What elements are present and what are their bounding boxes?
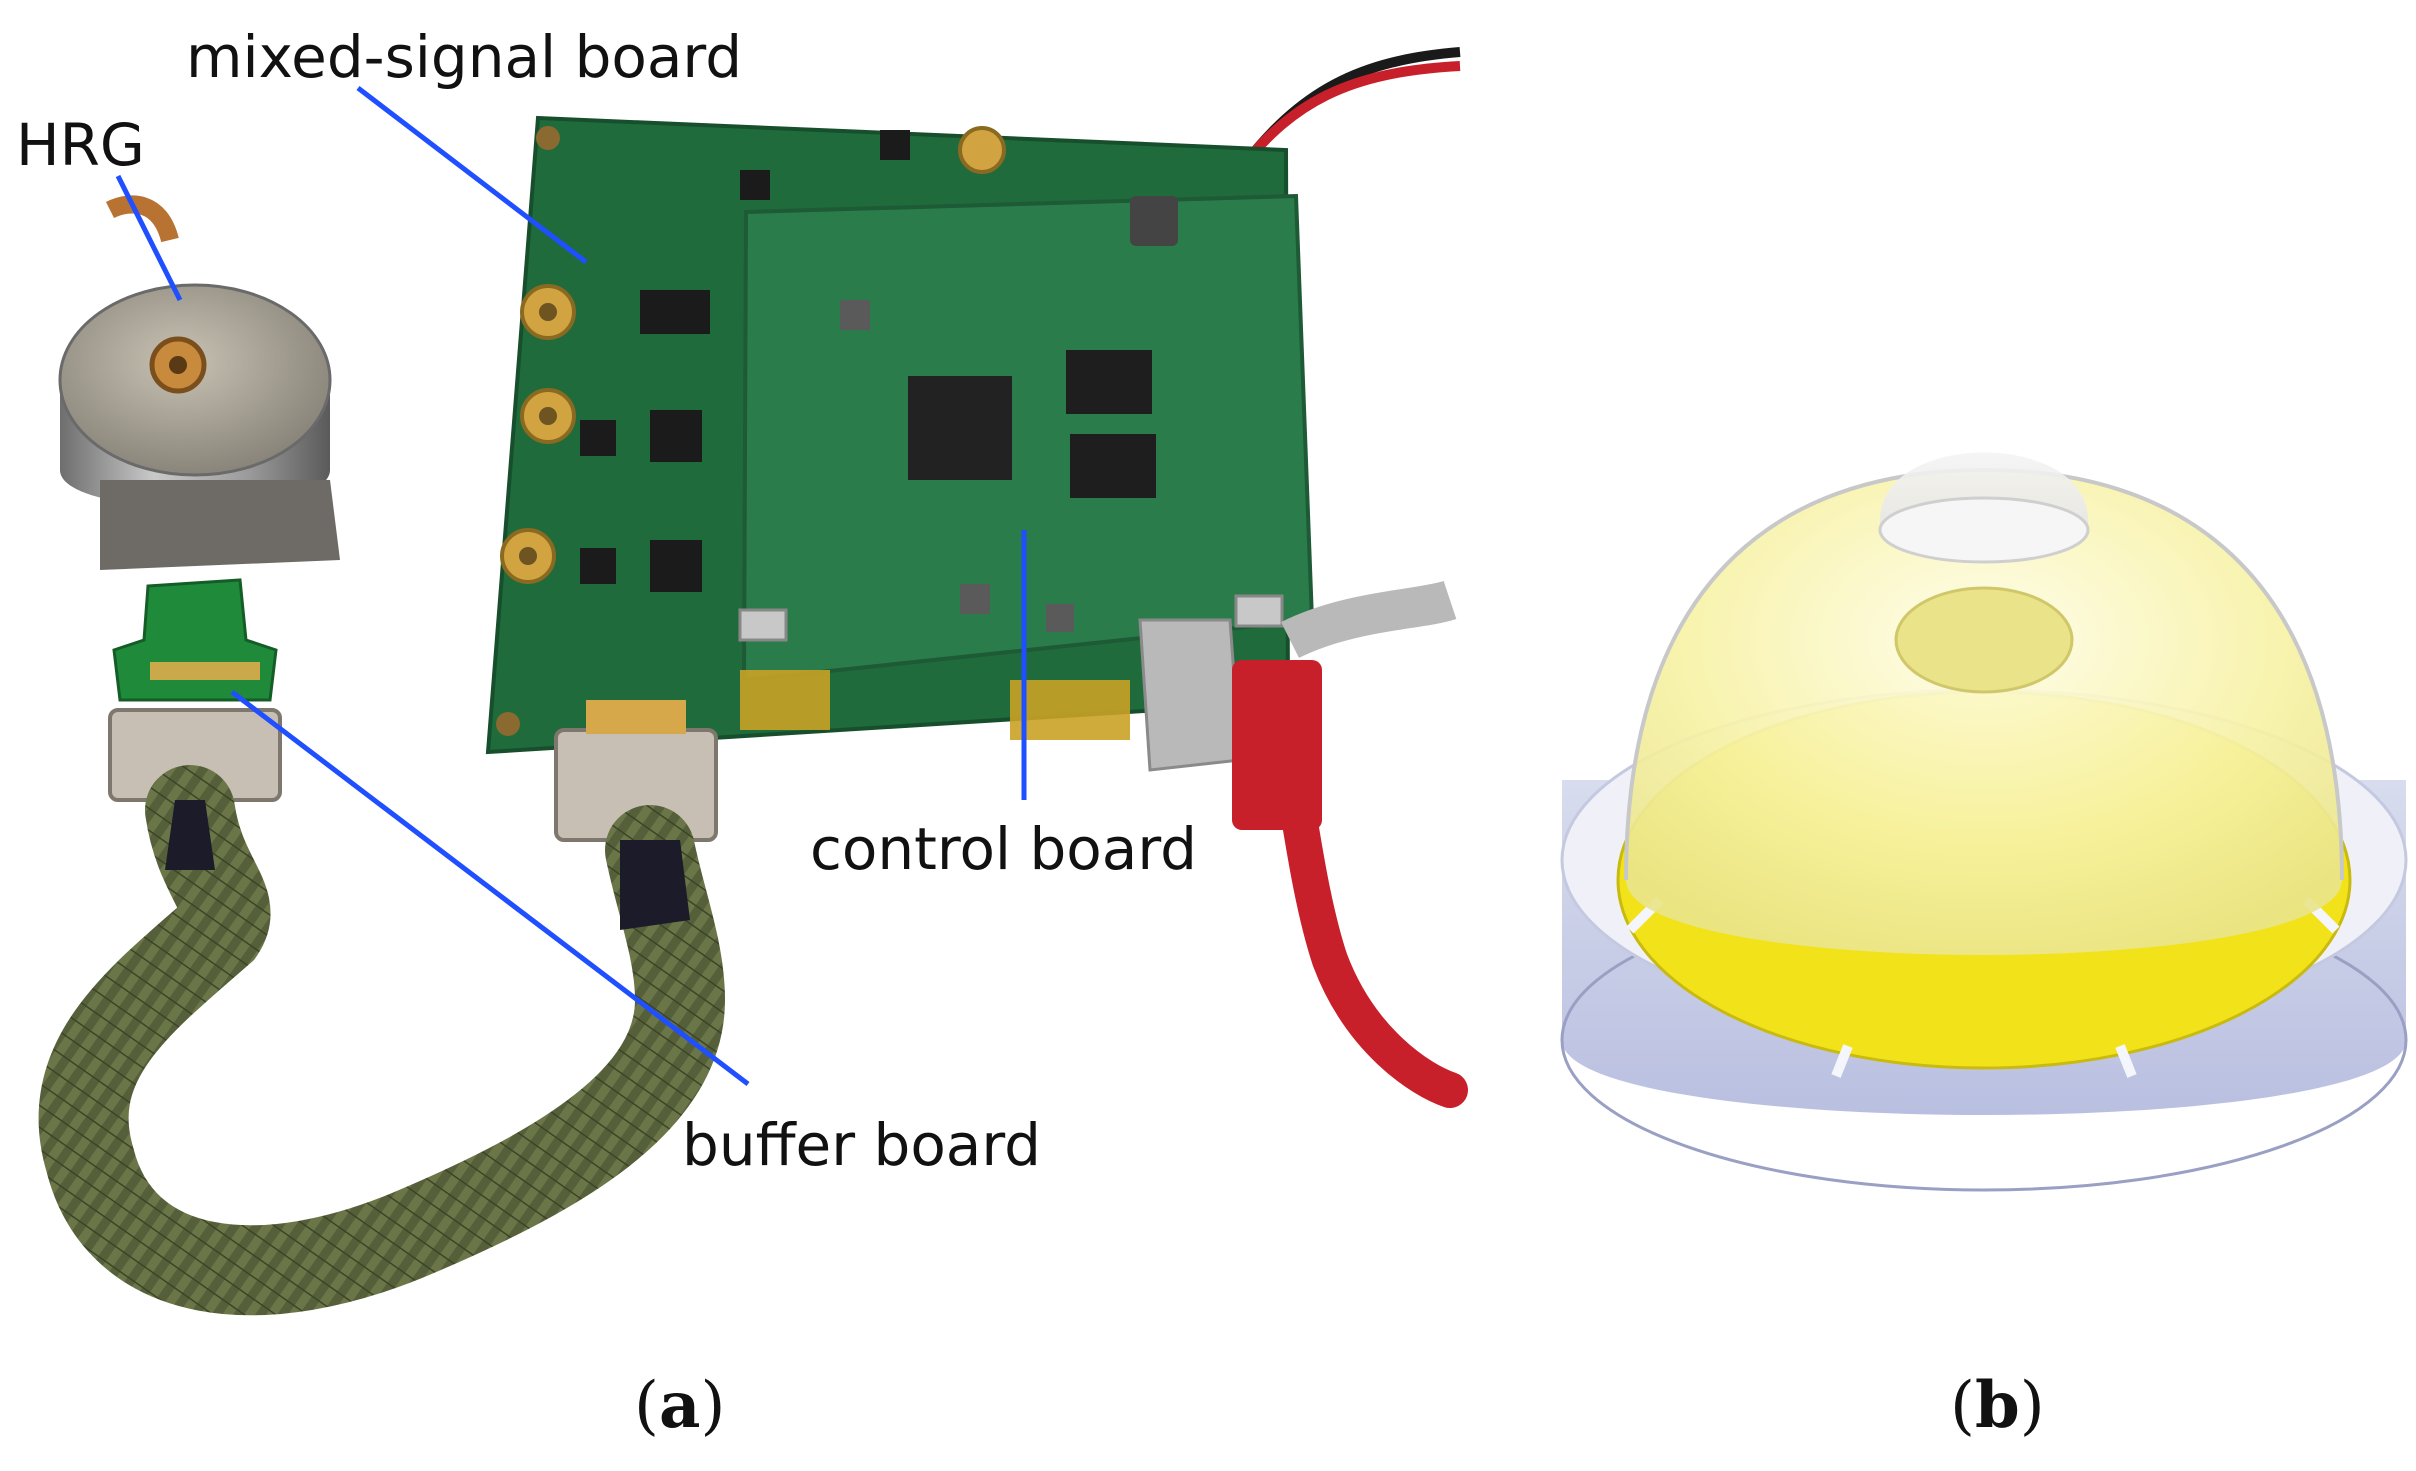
usb-plug — [1232, 660, 1322, 830]
kapton-tape — [740, 670, 830, 730]
hrg-label: HRG — [16, 111, 145, 179]
mixed-signal-leader-line — [356, 86, 588, 264]
kapton-tape — [1010, 680, 1130, 740]
leader-lines — [115, 86, 1027, 1086]
ic-chip — [580, 548, 616, 584]
panel-a-photo — [38, 47, 1468, 1316]
hemispherical-shell — [1626, 470, 2342, 955]
ic-chip — [580, 420, 616, 456]
control-board — [738, 193, 1315, 740]
ic-chip — [650, 410, 702, 462]
panel-b-caption: (b) — [1950, 1368, 2045, 1443]
processor-chip — [908, 376, 1012, 480]
buffer-board-label: buffer board — [682, 1111, 1041, 1179]
memory-chip — [1066, 350, 1152, 414]
mini-usb-port — [1234, 594, 1284, 628]
hrg-device — [58, 195, 340, 570]
sma-connectors — [500, 126, 1006, 584]
buffer-board-leader-line — [230, 690, 750, 1086]
push-button — [840, 300, 870, 330]
push-button — [960, 584, 990, 614]
memory-chip — [1070, 434, 1156, 498]
panel-b-dome-render — [1560, 452, 2408, 1192]
buffer-board — [112, 578, 278, 702]
mini-usb-port — [738, 608, 788, 642]
hrg-leader-line — [115, 174, 183, 302]
inductor — [1130, 196, 1178, 246]
ribbon-cable — [1138, 618, 1242, 772]
ic-chip — [880, 130, 910, 160]
control-board-label: control board — [810, 815, 1197, 883]
mixed-signal-board-label: mixed-signal board — [186, 23, 743, 91]
braided-cable — [38, 765, 726, 1316]
ic-chip — [740, 170, 770, 200]
ic-chip — [650, 540, 702, 592]
panel-a-caption: (a) — [634, 1368, 726, 1443]
ic-chip — [640, 290, 710, 334]
push-button — [1046, 604, 1074, 632]
